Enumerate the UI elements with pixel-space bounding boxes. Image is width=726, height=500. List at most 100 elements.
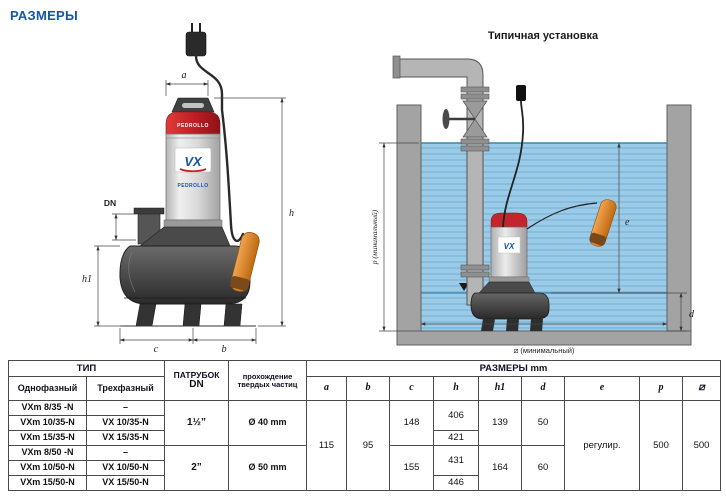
- header-col-a: a: [306, 376, 347, 401]
- model-three: –: [86, 400, 165, 416]
- dim-square-value: 500: [681, 400, 722, 491]
- model-three: VX 15/35-N: [86, 430, 165, 446]
- page-title: РАЗМЕРЫ: [10, 8, 79, 23]
- dimension-a: [165, 80, 209, 96]
- mini-model-label: VX: [504, 242, 515, 251]
- submerged-pump: VX: [470, 212, 550, 331]
- volute-casing: [119, 226, 251, 305]
- dim-c-label: c: [154, 344, 159, 355]
- power-cable: [194, 54, 245, 243]
- dim-a-label: a: [182, 70, 187, 81]
- model-single: VXm 15/35-N: [8, 430, 87, 446]
- header-col-d: d: [521, 376, 565, 401]
- particle-size-value: Ø 50 mm: [228, 445, 307, 491]
- model-single: VXm 10/35-N: [8, 415, 87, 431]
- model-single: VXm 10/50-N: [8, 460, 87, 476]
- motor-body: VX PEDROLLO: [163, 133, 223, 228]
- dim-c-value: 148: [389, 400, 434, 446]
- pump-handle: [171, 97, 215, 113]
- table-row: VXm 15/50-N VX 15/50-N 446: [8, 475, 721, 491]
- table-row: VXm 10/35-N VX 10/35-N: [8, 415, 721, 431]
- dim-b-value: 95: [346, 400, 390, 491]
- pump-dimension-drawing: a PEDROLLO VX PEDROLLO DN: [82, 23, 294, 355]
- header-branch: ПАТРУБОК DN: [164, 360, 229, 401]
- dim-d-value: 60: [521, 445, 565, 491]
- brand-label: PEDROLLO: [178, 183, 209, 189]
- float-cable: [526, 202, 598, 230]
- table-row: VXm 8/50 -N – 2” Ø 50 mm 155 431 164 60: [8, 445, 721, 491]
- dim-h1-value: 139: [478, 400, 522, 446]
- dim-h-value: 406: [433, 400, 479, 431]
- header-col-h: h: [433, 376, 479, 401]
- header-col-p: p: [639, 376, 683, 401]
- installation-drawing: VX p (минимальный) e: [370, 55, 695, 355]
- dim-p-value: 500: [639, 400, 683, 491]
- header-col-c: c: [389, 376, 434, 401]
- brand-on-cap: PEDROLLO: [177, 123, 209, 129]
- dim-h-value: 446: [433, 475, 479, 491]
- header-col-h1: h1: [478, 376, 522, 401]
- dim-d-label: d: [689, 309, 695, 320]
- power-plug-icon: [185, 23, 207, 57]
- header-particles-line1: прохождение: [242, 371, 293, 381]
- float-switch: [230, 232, 260, 292]
- dim-p-label: p (минимальный): [371, 209, 379, 265]
- dim-a-value: 115: [306, 400, 347, 491]
- dimension-d: [667, 292, 687, 332]
- dim-dn-label: DN: [104, 198, 116, 208]
- pipe-flanges: [460, 86, 490, 278]
- header-col-square: ⧄: [681, 376, 722, 401]
- gate-valve: [442, 100, 488, 138]
- dimension-p: [379, 142, 419, 332]
- clamp-band: [163, 219, 223, 228]
- dim-h-value: 421: [433, 430, 479, 446]
- model-single: VXm 8/35 -N: [8, 400, 87, 416]
- dim-h1-value: 164: [478, 445, 522, 491]
- dn-value: 2”: [164, 445, 229, 491]
- header-particles-line2: твердых частиц: [237, 379, 298, 389]
- dimension-dn: [112, 213, 136, 241]
- dim-h-label: h: [289, 208, 294, 219]
- table-row: VXm 8/35 -N – 1½” Ø 40 mm 115 95 148 406…: [8, 400, 722, 491]
- model-single: VXm 15/50-N: [8, 475, 87, 491]
- dimension-e: [551, 142, 687, 294]
- header-sizes: РАЗМЕРЫ mm: [305, 360, 722, 377]
- header-branch-word: ПАТРУБОК: [173, 369, 220, 380]
- dn-value: 1½”: [164, 400, 229, 446]
- dim-h-value: 431: [433, 445, 479, 476]
- header-col-b: b: [346, 376, 390, 401]
- dimensions-table: ТИП ПАТРУБОК DN прохождение твердых част…: [8, 360, 722, 491]
- dim-d-value: 50: [521, 400, 565, 446]
- pit-walls: [396, 104, 692, 346]
- float-switch: [589, 199, 617, 247]
- header-type: ТИП: [8, 360, 165, 377]
- plug-icon: [516, 85, 526, 101]
- discharge-pipe: [397, 58, 484, 306]
- pump-feet: [135, 303, 243, 327]
- table-row: VXm 10/50-N VX 10/50-N: [8, 460, 721, 476]
- dimension-h1: [94, 245, 124, 327]
- header-col-e: e: [564, 376, 640, 401]
- model-three: –: [86, 445, 165, 461]
- model-single: VXm 8/50 -N: [8, 445, 87, 461]
- header-single-phase: Однофазный: [8, 376, 87, 401]
- particle-size-value: Ø 40 mm: [228, 400, 307, 446]
- dimension-h: [214, 97, 286, 327]
- model-three: VX 10/35-N: [86, 415, 165, 431]
- dim-e-label: e: [625, 217, 630, 228]
- model-label: VX: [184, 154, 203, 169]
- pump-cable: [502, 100, 525, 228]
- pipe-end-flange: [392, 55, 401, 79]
- table-row: VXm 15/35-N VX 15/35-N 421: [8, 430, 721, 446]
- dim-square-label: ⧄ (минимальный): [514, 346, 575, 355]
- dim-e-value: регулир.: [564, 400, 640, 491]
- dim-h1-label: h1: [82, 274, 92, 285]
- header-three-phase: Трехфазный: [86, 376, 165, 401]
- installation-title: Типичная установка: [487, 30, 599, 42]
- header-particles: прохождение твердых частиц: [228, 360, 307, 401]
- header-branch-dn: DN: [189, 378, 204, 390]
- installation-section: Типичная установка: [370, 30, 715, 360]
- model-three: VX 15/50-N: [86, 475, 165, 491]
- dimension-c-b: [119, 328, 257, 344]
- dim-b-label: b: [222, 344, 227, 355]
